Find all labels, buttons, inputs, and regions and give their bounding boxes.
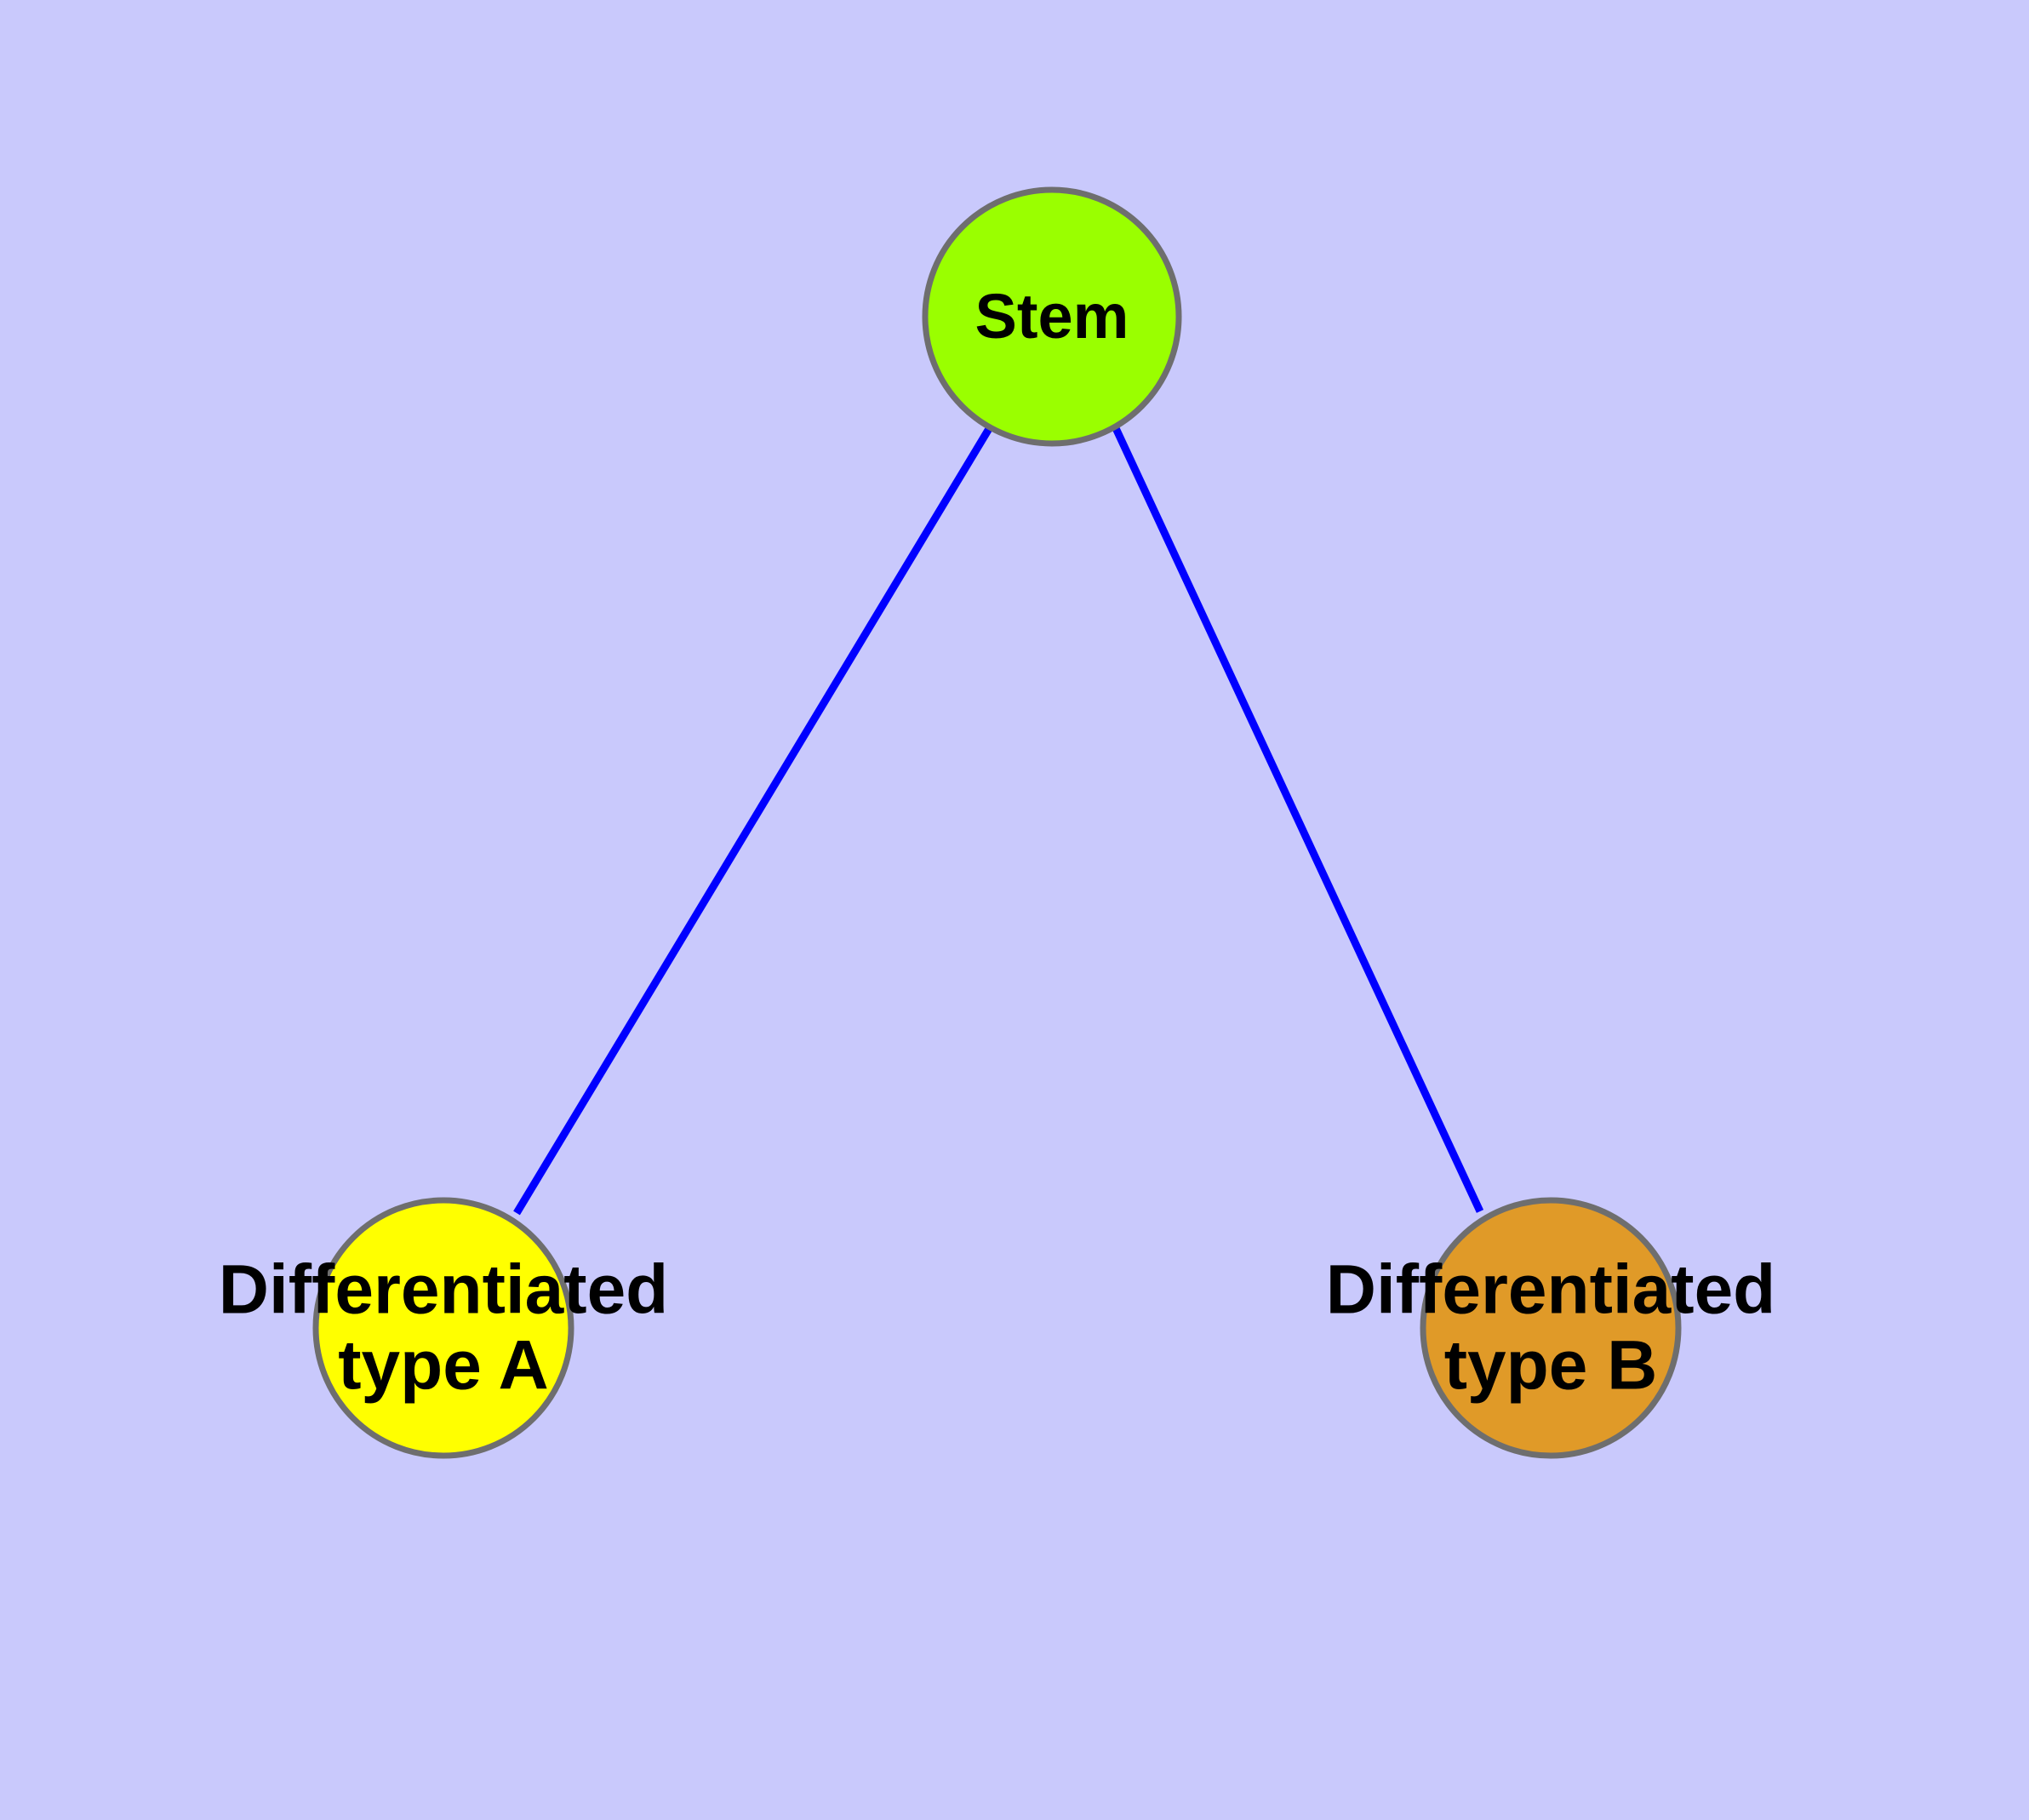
edge-stem-to-differentiated-type-b [1112,426,1484,1213]
node-stem-circle[interactable] [922,186,1182,447]
node-differentiated-type-b-circle[interactable] [1420,1197,1682,1459]
edge-stem-to-differentiated-type-a [513,425,993,1216]
node-layer [312,186,1682,1459]
node-differentiated-type-a-circle[interactable] [312,1197,574,1459]
edge-layer [513,425,1484,1216]
